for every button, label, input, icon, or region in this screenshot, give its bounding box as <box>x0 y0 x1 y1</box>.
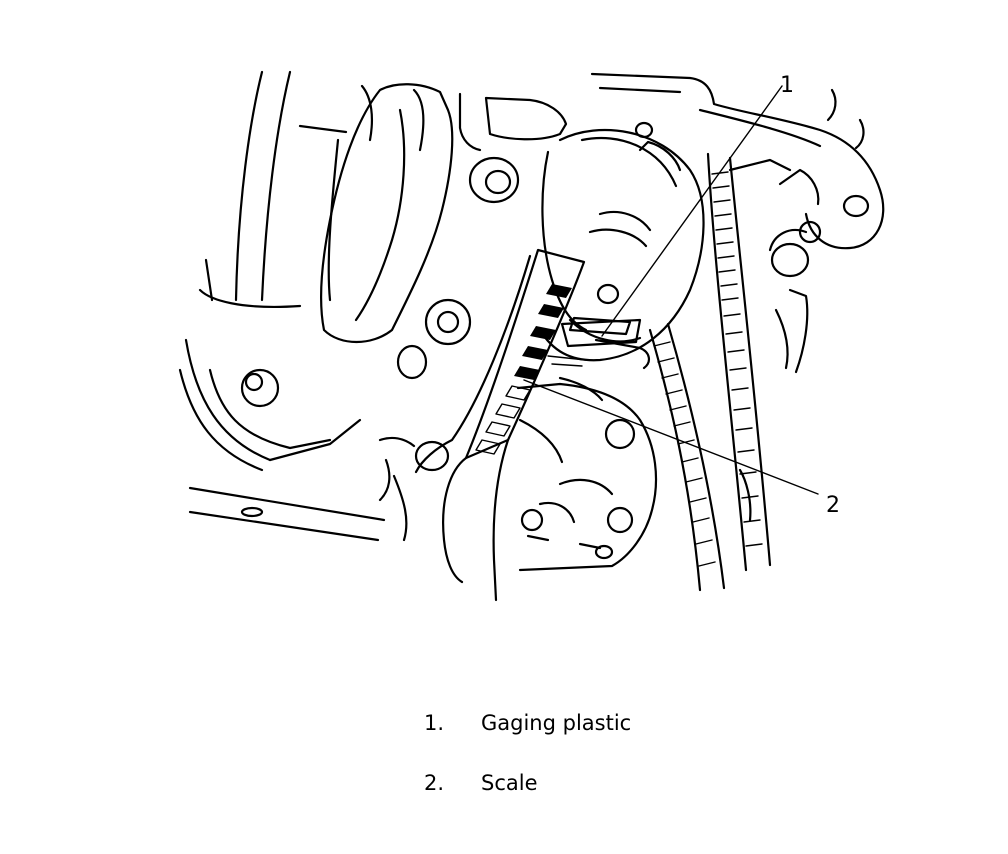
lower-casting <box>516 376 658 572</box>
bottom-left-rail <box>188 486 386 542</box>
engine-bearing-illustration: 1 2 <box>178 70 885 602</box>
legend-number: 1. <box>424 711 445 735</box>
legend-label: Gaging plastic <box>481 711 632 735</box>
legend-item-scale: 2. Scale <box>424 768 824 798</box>
upper-boss <box>468 96 568 204</box>
gaging-plastic-strip <box>547 316 632 367</box>
legend-item-gaging-plastic: 1. Gaging plastic <box>424 708 824 738</box>
legend: 1. Gaging plastic 2. Scale <box>424 708 824 828</box>
legend-label: Scale <box>481 771 538 795</box>
left-bolt-bosses <box>240 298 472 542</box>
callout-leaders <box>523 85 819 495</box>
crankshaft-journal <box>538 121 705 370</box>
engine-block-left-wall <box>178 70 362 472</box>
legend-number: 2. <box>424 771 445 795</box>
callout-1: 1 <box>780 73 794 98</box>
plastigage-scale <box>414 248 586 602</box>
callout-2: 2 <box>826 493 840 518</box>
right-rails <box>648 152 809 592</box>
main-bearing-cap <box>320 83 482 343</box>
crankcase-right <box>590 72 885 278</box>
right-rail-ticks <box>653 171 763 567</box>
